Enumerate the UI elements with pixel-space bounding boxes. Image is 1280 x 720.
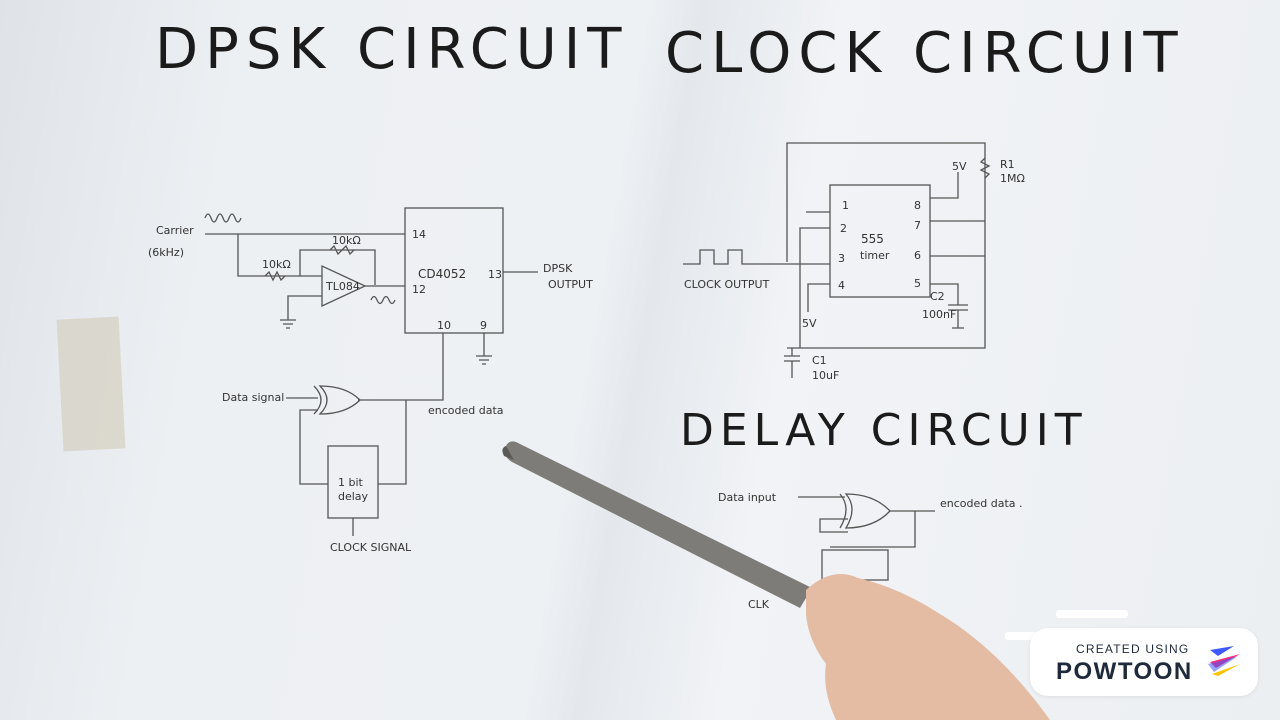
xor-gate [318,385,361,415]
clock-output-wave [683,249,830,265]
c1-value: 10uF [812,369,839,382]
timer-line1: 555 [861,232,884,246]
cd4052-label: CD4052 [418,267,466,281]
delay-encoded-data-label: encoded data . [940,497,1023,510]
feedback-wire [299,249,376,285]
pin-12-label: 12 [412,283,426,296]
pen [502,441,812,608]
carrier-wave-symbol [204,213,242,223]
encoded-data-label: encoded data [428,404,504,417]
clock-outer-wire [786,142,986,349]
c2-name: C2 [930,290,945,303]
vcc-bottom-label: 5V [802,317,817,330]
opamp-triangle [321,264,367,308]
r1-name: R1 [1000,158,1015,171]
clock-title: CLOCK CIRCUIT [665,21,1185,86]
data-input-label: Data input [718,491,777,504]
ground-symbol-pin9 [476,333,492,365]
pin2-wire [799,227,830,348]
r1-resistor [979,157,991,179]
select-wire [358,333,444,401]
timer-chip [829,184,931,298]
c1-name: C1 [812,354,827,367]
pin-14-label: 14 [412,228,426,241]
opamp-ground-wire [287,295,322,320]
ground-symbol-opamp [280,319,296,329]
delay-line1: 1 bit [338,476,364,489]
delay-xor-gate [844,493,891,529]
pin-7: 7 [914,219,921,232]
pin-6: 6 [914,249,921,262]
delay-title: DELAY CIRCUIT [680,405,1088,456]
delay-feedback-left [299,409,328,485]
pin-3: 3 [838,252,845,265]
dpsk-output-line1: DPSK [543,262,573,275]
pin4-wire [807,283,830,312]
pin-13-label: 13 [488,268,502,281]
vcc-top-label: 5V [952,160,967,173]
xor-gate-curve [313,385,322,415]
hand [806,574,1050,720]
badge-brand: POWTOON [1056,658,1193,685]
pin-10-label: 10 [437,319,451,332]
c2-value: 100nF [922,308,956,321]
glare-left [1005,632,1055,640]
data-signal-label: Data signal [222,391,284,404]
c1-capacitor [784,348,800,378]
carrier-frequency: (6kHz) [148,246,184,259]
glare-top [1056,610,1128,618]
delay-feedback-loop [819,518,848,533]
r1-value: 1MΩ [1000,172,1025,185]
dpsk-title: DPSK CIRCUIT [155,17,629,82]
pin-9-label: 9 [480,319,487,332]
timer-line2: timer [860,249,890,262]
dpsk-output-line2: OUTPUT [548,278,593,291]
r-top-resistor [329,244,355,256]
pen-tip [502,446,514,460]
pin8-wire [930,172,959,199]
pin-8: 8 [914,199,921,212]
dpsk-circuit: Carrier (6kHz) CD4052 14 12 13 10 9 DPSK… [148,207,593,554]
r-left-label: 10kΩ [262,258,291,271]
powtoon-logo-icon [1208,646,1240,676]
r-left-resistor [264,270,286,282]
pin-5: 5 [914,277,921,290]
pen-barrel [504,441,812,608]
carrier-label: Carrier [156,224,194,237]
powtoon-badge[interactable]: CREATED USING POWTOON [1030,628,1258,696]
pin-4: 4 [838,279,845,292]
pin-1: 1 [842,199,849,212]
delay-feedback-right [378,400,407,485]
delay-xor-curve [839,493,847,529]
opamp-input-wire [237,234,322,277]
badge-caption: CREATED USING [1076,642,1190,656]
pin5-wire [930,283,959,305]
cd4052-chip [404,207,504,334]
pin-2: 2 [840,222,847,235]
clk-label: CLK [748,598,770,611]
clock-signal-label: CLOCK SIGNAL [330,541,412,554]
clock-output-label: CLOCK OUTPUT [684,278,770,291]
clock-circuit: 555 timer 1 2 3 4 8 7 6 5 5V R1 1MΩ C2 1… [683,142,1025,382]
inverted-wave-symbol [370,295,396,305]
pin7-pin6-wires [930,220,985,257]
delay-line2: delay [338,490,369,503]
opamp-label: TL084 [325,280,360,293]
delay-circuit: Data input encoded data . CLK [718,491,1023,611]
r-top-label: 10kΩ [332,234,361,247]
delay-feedback-return [830,511,916,548]
c2-capacitor [948,304,968,329]
